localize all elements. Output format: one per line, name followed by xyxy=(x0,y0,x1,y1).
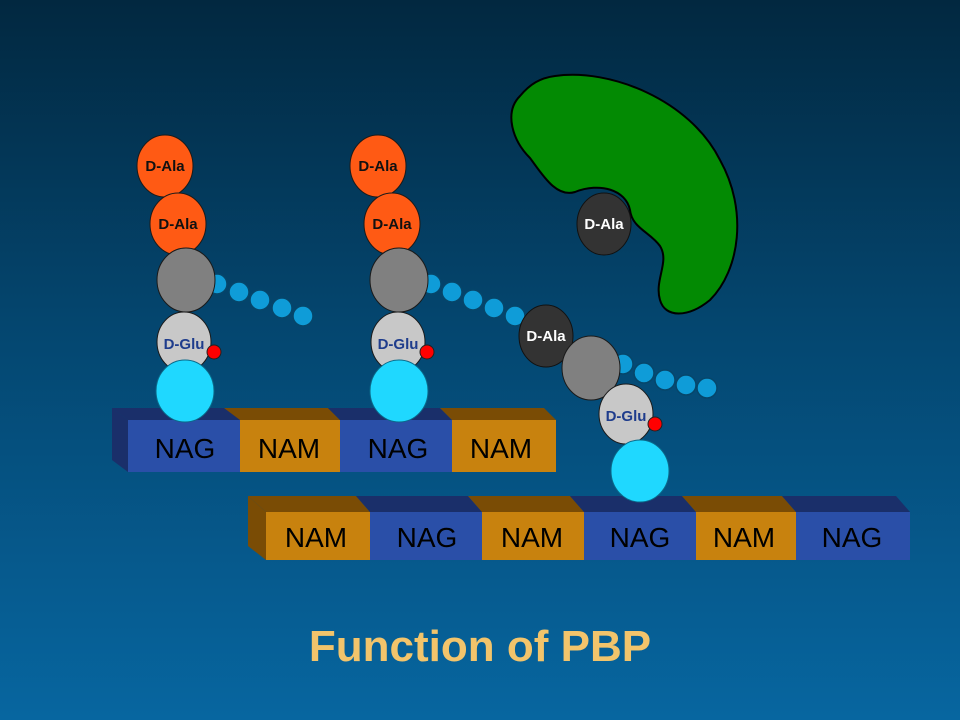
lower-glycan-strand: NAM NAG NAM NAG NAM NAG xyxy=(248,496,910,560)
nam-sugar-2 xyxy=(369,359,429,423)
lower-seg-0 xyxy=(266,512,370,560)
pentaglycine-bead xyxy=(441,281,463,303)
d-ala-1-label: D-Ala xyxy=(158,216,198,233)
d-ala-3-label: D-Ala xyxy=(526,328,566,345)
lower-seg-2-label: NAM xyxy=(501,522,563,553)
lower-seg-0-label: NAM xyxy=(285,522,347,553)
stem-peptide-1: D-Ala D-Ala D-Glu xyxy=(136,134,314,423)
pentaglycine-bead xyxy=(249,289,271,311)
pentaglycine-bead xyxy=(675,374,697,396)
d-ala-terminal-1-label: D-Ala xyxy=(145,158,185,175)
pbp-enzyme-shape xyxy=(510,73,739,315)
d-glu-1-label: D-Glu xyxy=(164,336,205,353)
lys-2 xyxy=(369,247,429,313)
upper-seg-0-label: NAG xyxy=(155,433,216,464)
upper-seg-3-label: NAM xyxy=(470,433,532,464)
d-ala-bound-pbp-label: D-Ala xyxy=(584,216,624,233)
d-ala-bound-pbp xyxy=(576,192,632,256)
upper-seg-1-label: NAM xyxy=(258,433,320,464)
crosslink-dot xyxy=(647,416,663,432)
nam-sugar-1 xyxy=(155,359,215,423)
slide-title: Function of PBP xyxy=(308,622,652,671)
crosslink-dot xyxy=(419,344,435,360)
upper-seg-3 xyxy=(452,420,556,472)
lys-1 xyxy=(156,247,216,313)
lower-seg-5-label: NAG xyxy=(822,522,883,553)
pentaglycine-bead xyxy=(292,305,314,327)
stem-peptide-2: D-Ala D-Ala D-Glu xyxy=(349,134,526,423)
upper-seg-1 xyxy=(240,420,340,472)
lys-3 xyxy=(561,335,621,401)
lower-seg-4-label: NAM xyxy=(713,522,775,553)
nam-sugar-3 xyxy=(610,439,670,503)
lower-seg-3 xyxy=(584,512,696,560)
pentaglycine-bead xyxy=(228,281,250,303)
pentaglycine-bead xyxy=(654,369,676,391)
lower-seg-3-label: NAG xyxy=(610,522,671,553)
upper-seg-0 xyxy=(128,420,240,472)
upper-glycan-strand: NAG NAM NAG NAM xyxy=(112,408,556,472)
crosslink-dot xyxy=(206,344,222,360)
lower-seg-1 xyxy=(370,512,482,560)
stem-peptide-3: D-Ala D-Ala D-Glu xyxy=(518,192,718,503)
d-ala-terminal-2-label: D-Ala xyxy=(358,158,398,175)
lower-seg-1-label: NAG xyxy=(397,522,458,553)
upper-seg-2-label: NAG xyxy=(368,433,429,464)
pentaglycine-bead xyxy=(271,297,293,319)
lower-seg-4 xyxy=(696,512,796,560)
pentaglycine-bead xyxy=(462,289,484,311)
d-ala-2-label: D-Ala xyxy=(372,216,412,233)
pentaglycine-bead xyxy=(483,297,505,319)
pentaglycine-bead xyxy=(696,377,718,399)
d-glu-2-label: D-Glu xyxy=(378,336,419,353)
lower-seg-5 xyxy=(796,512,910,560)
pentaglycine-bead xyxy=(633,362,655,384)
d-glu-3-label: D-Glu xyxy=(606,408,647,425)
lower-seg-2 xyxy=(482,512,584,560)
upper-seg-2 xyxy=(340,420,452,472)
d-ala-3 xyxy=(518,304,574,368)
